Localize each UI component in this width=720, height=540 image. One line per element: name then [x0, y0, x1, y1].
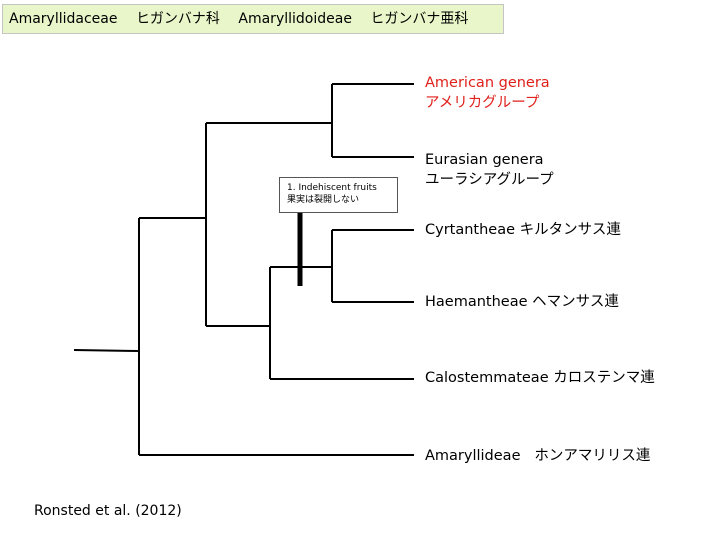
- taxon-cyrtantheae-latin: Cyrtantheae: [425, 222, 516, 238]
- taxon-eurasian: Eurasian genera ユーラシアグループ: [425, 150, 554, 190]
- branch-root: [73, 349, 140, 352]
- taxon-amaryllideae: Amaryllideae ホンアマリリス連: [425, 446, 650, 466]
- taxon-american-jp: アメリカグループ: [425, 95, 540, 111]
- taxon-american-latin: American genera: [425, 75, 550, 91]
- taxon-eurasian-latin: Eurasian genera: [425, 152, 544, 168]
- taxon-calostemmateae-jp: カロステンマ連: [553, 370, 655, 386]
- taxon-haemantheae: Haemantheae ヘマンサス連: [425, 292, 619, 312]
- subfamily-latin: Amaryllidoideae: [238, 11, 352, 27]
- taxon-haemantheae-latin: Haemantheae: [425, 294, 528, 310]
- citation: Ronsted et al. (2012): [34, 503, 182, 519]
- taxon-calostemmateae-latin: Calostemmateae: [425, 370, 549, 386]
- family-latin: Amaryllidaceae: [9, 11, 118, 27]
- taxon-amaryllideae-latin: Amaryllideae: [425, 448, 521, 464]
- character-annotation-box: 1. Indehiscent fruits 果実は裂開しない: [279, 177, 398, 213]
- family-jp: ヒガンバナ科: [135, 11, 220, 27]
- taxon-american: American genera アメリカグループ: [425, 73, 550, 113]
- taxon-haemantheae-jp: ヘマンサス連: [532, 294, 619, 310]
- taxon-eurasian-jp: ユーラシアグループ: [425, 172, 554, 188]
- subfamily-jp: ヒガンバナ亜科: [370, 11, 469, 27]
- annotation-line-en: 1. Indehiscent fruits: [287, 183, 377, 193]
- taxon-amaryllideae-jp: ホンアマリリス連: [534, 448, 651, 464]
- taxon-cyrtantheae: Cyrtantheae キルタンサス連: [425, 220, 621, 240]
- taxon-calostemmateae: Calostemmateae カロステンマ連: [425, 368, 655, 388]
- annotation-line-jp: 果実は裂開しない: [287, 195, 360, 205]
- taxon-cyrtantheae-jp: キルタンサス連: [519, 222, 621, 238]
- header-title-box: Amaryllidaceae ヒガンバナ科 Amaryllidoideae ヒガ…: [2, 4, 504, 34]
